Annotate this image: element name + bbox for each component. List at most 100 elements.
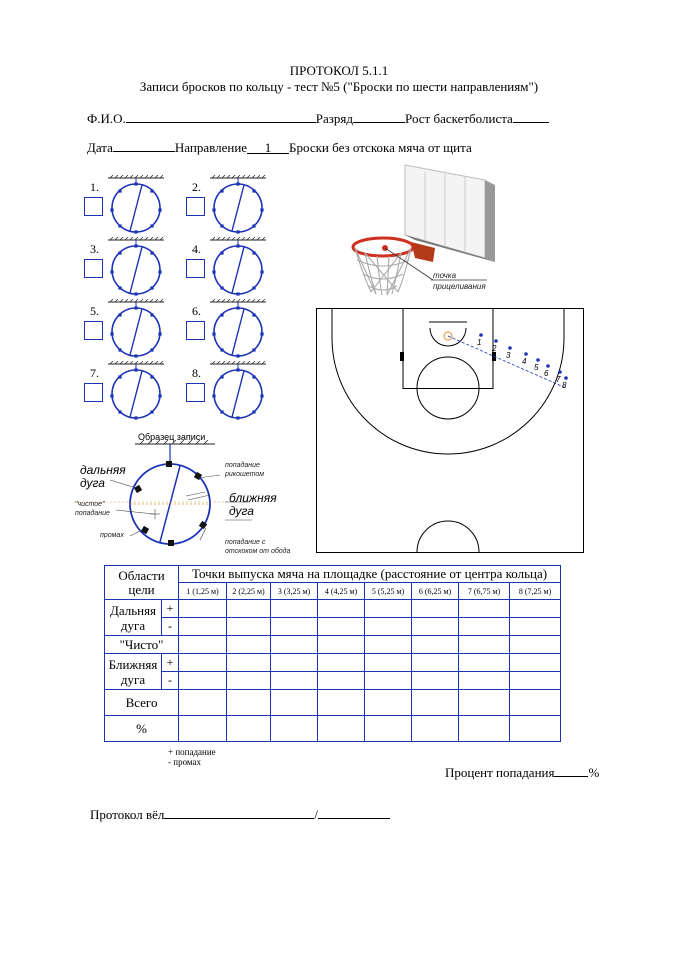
data-cell[interactable]: [411, 635, 460, 654]
data-cell[interactable]: [270, 689, 319, 716]
ring-checkbox[interactable]: [186, 197, 205, 216]
hit-percent-line: Процент попадания%: [445, 765, 599, 781]
ring-checkbox[interactable]: [84, 259, 103, 278]
data-cell[interactable]: [317, 653, 366, 672]
ring-diagram: [210, 237, 266, 296]
total-cell: Всего: [103, 689, 180, 716]
hit-percent-label: Процент попадания: [445, 765, 555, 780]
data-cell[interactable]: [509, 715, 562, 742]
clean-hit-label: "чистое"попадание: [75, 501, 110, 517]
data-cell[interactable]: [411, 715, 460, 742]
data-cell[interactable]: [317, 671, 366, 690]
ring-checkbox[interactable]: [84, 321, 103, 340]
data-cell[interactable]: [270, 653, 319, 672]
data-cell[interactable]: [178, 715, 228, 742]
release-point-label: 1: [477, 338, 481, 347]
hit-percent-field[interactable]: [554, 765, 589, 777]
ring-label: 3.: [90, 242, 99, 256]
ring-checkbox[interactable]: [186, 321, 205, 340]
data-cell[interactable]: [458, 635, 511, 654]
rank-field[interactable]: [353, 111, 406, 123]
data-cell[interactable]: [509, 671, 562, 690]
data-cell[interactable]: [411, 689, 460, 716]
direction-value[interactable]: 1: [247, 140, 290, 155]
data-cell[interactable]: [226, 715, 272, 742]
data-cell[interactable]: [226, 671, 272, 690]
ring-label: 2.: [192, 180, 201, 194]
data-cell[interactable]: [270, 635, 319, 654]
data-cell[interactable]: [364, 715, 413, 742]
data-cell[interactable]: [226, 653, 272, 672]
data-cell[interactable]: [317, 715, 366, 742]
height-field[interactable]: [512, 111, 549, 123]
release-point-label: 5: [534, 363, 539, 372]
near-arc-minus-row: -: [105, 671, 562, 690]
data-cell[interactable]: [411, 653, 460, 672]
data-cell[interactable]: [270, 715, 319, 742]
conducted-by-field[interactable]: [164, 807, 315, 819]
data-cell[interactable]: [509, 617, 562, 636]
data-cell[interactable]: [364, 653, 413, 672]
fio-label: Ф.И.О.: [87, 111, 126, 126]
date-field[interactable]: [112, 140, 175, 152]
data-cell[interactable]: [226, 599, 272, 618]
data-cell[interactable]: [509, 653, 562, 672]
data-cell[interactable]: [509, 599, 562, 618]
ring-label: 5.: [90, 304, 99, 318]
fio-field[interactable]: [125, 111, 316, 123]
data-cell[interactable]: [509, 635, 562, 654]
data-cell[interactable]: [411, 599, 460, 618]
signature-field[interactable]: [317, 807, 390, 819]
slash: /: [314, 807, 318, 822]
data-cell[interactable]: [178, 635, 228, 654]
points-header: Точки выпуска мяча на площадке (расстоян…: [178, 565, 562, 583]
date-label: Дата: [87, 140, 113, 155]
data-cell[interactable]: [458, 617, 511, 636]
release-point-label: 6: [544, 369, 549, 378]
minus-sign: -: [160, 617, 180, 636]
sample-title: Образец записи: [138, 432, 206, 442]
data-cell[interactable]: [458, 599, 511, 618]
data-cell[interactable]: [226, 689, 272, 716]
data-cell[interactable]: [178, 617, 228, 636]
data-cell[interactable]: [226, 617, 272, 636]
data-cell[interactable]: [226, 635, 272, 654]
data-cell[interactable]: [178, 653, 228, 672]
data-cell[interactable]: [317, 617, 366, 636]
ring-checkbox[interactable]: [84, 383, 103, 402]
data-cell[interactable]: [317, 599, 366, 618]
data-cell[interactable]: [458, 689, 511, 716]
data-cell[interactable]: [364, 689, 413, 716]
ring-checkbox[interactable]: [186, 259, 205, 278]
data-cell[interactable]: [458, 671, 511, 690]
data-cell[interactable]: [270, 617, 319, 636]
ring-diagram: [210, 175, 266, 234]
data-cell[interactable]: [270, 671, 319, 690]
data-cell[interactable]: [458, 653, 511, 672]
data-cell[interactable]: [364, 671, 413, 690]
ring-checkbox[interactable]: [84, 197, 103, 216]
data-cell[interactable]: [458, 715, 511, 742]
data-cell[interactable]: [411, 617, 460, 636]
ring-checkbox[interactable]: [186, 383, 205, 402]
data-cell[interactable]: [178, 599, 228, 618]
release-point-label: 8: [562, 381, 567, 390]
data-cell[interactable]: [270, 599, 319, 618]
data-cell[interactable]: [178, 671, 228, 690]
ring-label: 1.: [90, 180, 99, 194]
data-cell[interactable]: [317, 689, 366, 716]
rim: [351, 236, 415, 258]
data-cell[interactable]: [364, 599, 413, 618]
data-cell[interactable]: [509, 689, 562, 716]
conducted-by-label: Протокол вёл: [90, 807, 165, 822]
data-cell[interactable]: [317, 635, 366, 654]
data-cell[interactable]: [411, 671, 460, 690]
ring-diagram: [108, 175, 164, 234]
column-header: 6 (6,25 м): [411, 582, 460, 600]
data-cell[interactable]: [178, 689, 228, 716]
data-cell[interactable]: [364, 635, 413, 654]
column-header: 5 (5,25 м): [364, 582, 413, 600]
data-cell[interactable]: [364, 617, 413, 636]
